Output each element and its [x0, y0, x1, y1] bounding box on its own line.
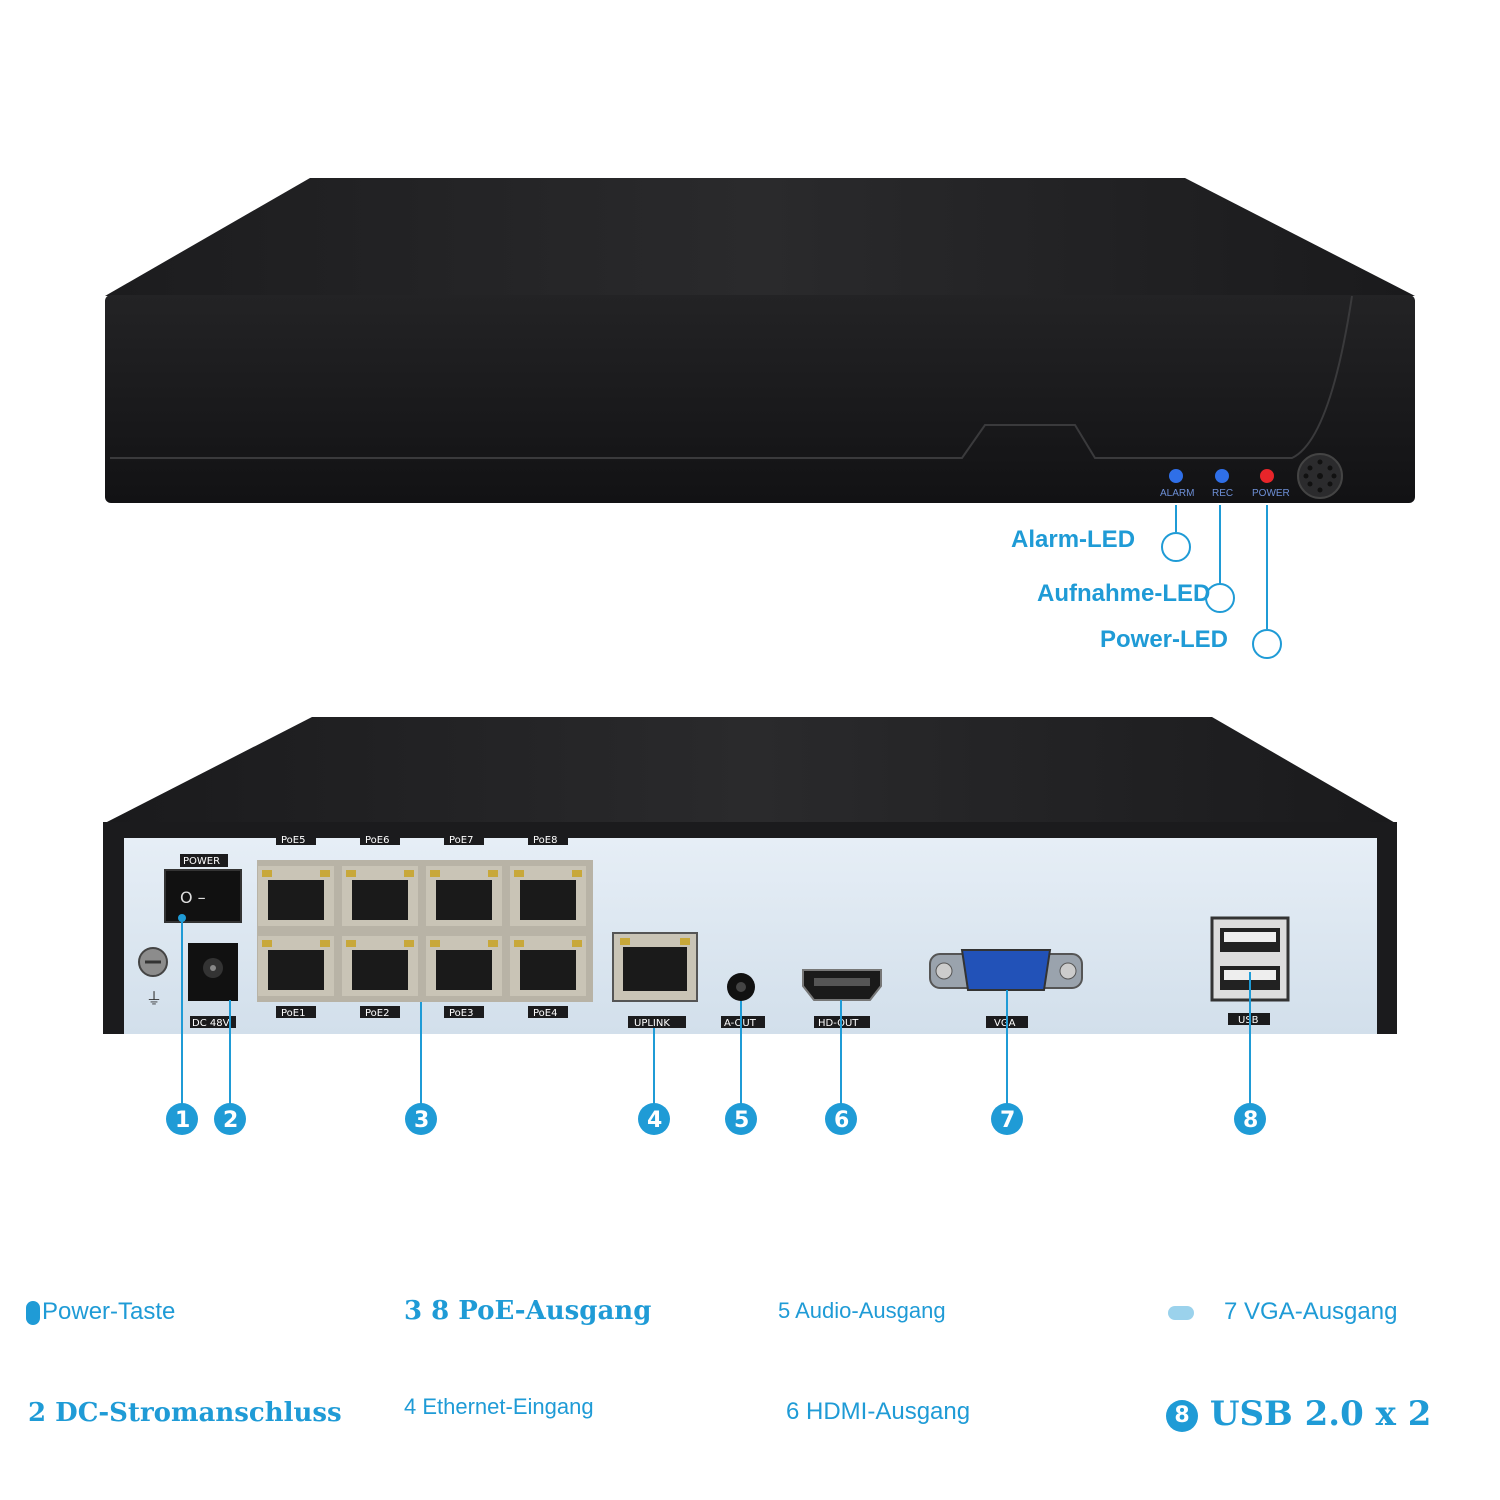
poe-port-label: PoE8	[533, 835, 557, 846]
hdout-label: HD-OUT	[818, 1018, 859, 1029]
poe-port[interactable]	[342, 936, 418, 996]
poe-port[interactable]	[510, 866, 586, 926]
poe-label-box	[528, 833, 568, 845]
front-bevel	[110, 295, 1353, 459]
marker-2: 2	[214, 1103, 246, 1135]
usb-label: USB	[1238, 1015, 1259, 1026]
poe-port[interactable]	[426, 866, 502, 926]
svg-text:6: 6	[834, 1108, 849, 1133]
legend-bullet-1-icon	[26, 1300, 40, 1325]
aout-label-box	[721, 1016, 765, 1028]
svg-text:4: 4	[647, 1108, 662, 1133]
poe-label-box	[360, 833, 400, 845]
dc-label-box	[190, 1016, 236, 1028]
power-switch-symbols: O –	[180, 888, 206, 907]
front-face	[105, 295, 1415, 503]
poe-port-label: PoE7	[449, 835, 473, 846]
speaker-grill-icon	[1297, 453, 1343, 499]
rec-callout-ring	[1205, 583, 1235, 613]
poe-label-box	[276, 833, 316, 845]
poe-port[interactable]	[510, 936, 586, 996]
poe-port-label: PoE2	[365, 1008, 389, 1019]
rec-led-label: REC	[1212, 488, 1233, 499]
poe-label-box	[444, 833, 484, 845]
legend-item-6: 6 HDMI-Ausgang	[786, 1398, 971, 1425]
poe-port-label: PoE6	[365, 835, 389, 846]
legend-item-3: 3 8 PoE-Ausgang	[404, 1296, 652, 1326]
poe-port[interactable]	[342, 866, 418, 926]
svg-text:2: 2	[223, 1108, 238, 1133]
legend-item-7: 7 VGA-Ausgang	[1168, 1298, 1397, 1326]
power-switch-label-box	[180, 854, 228, 867]
power-switch-label: POWER	[183, 856, 220, 867]
recording-led-callout: Aufnahme-LED	[1037, 580, 1211, 607]
alarm-led-label: ALARM	[1160, 488, 1194, 499]
alarm-callout-ring	[1161, 532, 1191, 562]
marker-1: 1	[166, 1103, 198, 1135]
svg-text:3: 3	[414, 1108, 429, 1133]
poe-port-label: PoE4	[533, 1008, 557, 1019]
legend-item-4: 4 Ethernet-Eingang	[404, 1394, 594, 1419]
alarm-led-callout: Alarm-LED	[1011, 526, 1136, 553]
rec-led-icon	[1215, 469, 1229, 483]
svg-text:1: 1	[175, 1108, 190, 1133]
vga-label: VGA	[994, 1018, 1016, 1029]
poe-port[interactable]	[426, 936, 502, 996]
ground-symbol: ⏚	[146, 989, 162, 1008]
uplink-label: UPLINK	[634, 1018, 670, 1029]
marker-7: 7	[991, 1103, 1023, 1135]
poe-label-box	[528, 1006, 568, 1018]
poe-port-label: PoE1	[281, 1008, 305, 1019]
power-led-callout: Power-LED	[1100, 626, 1229, 653]
marker-4: 4	[638, 1103, 670, 1135]
poe-label-box	[276, 1006, 316, 1018]
vga-port[interactable]	[929, 949, 1083, 991]
poe-port-label: PoE3	[449, 1008, 473, 1019]
alarm-led-icon	[1169, 469, 1183, 483]
front-device-drawing: ALARM REC POWER	[105, 178, 1415, 659]
poe-port-label: PoE5	[281, 835, 305, 846]
svg-text:8: 8	[1243, 1108, 1258, 1133]
power-led-label: POWER	[1252, 488, 1290, 499]
marker-5: 5	[725, 1103, 757, 1135]
poe-label-box	[444, 1006, 484, 1018]
legend-bullet-7-icon	[1168, 1305, 1194, 1320]
power-led-icon	[1260, 469, 1274, 483]
legend-item-8: 8 USB 2.0 x 2	[1166, 1394, 1431, 1434]
poe-label-box	[360, 1006, 400, 1018]
legend-item-2: 2 DC-Stromanschluss	[28, 1398, 342, 1428]
legend-item-1: Power-Taste	[26, 1298, 175, 1326]
svg-text:5: 5	[734, 1108, 749, 1133]
poe-port[interactable]	[258, 936, 334, 996]
legend: Power-Taste 3 8 PoE-Ausgang 5 Audio-Ausg…	[0, 1280, 1500, 1480]
marker-3: 3	[405, 1103, 437, 1135]
power-switch[interactable]	[164, 869, 242, 923]
poe-port[interactable]	[258, 866, 334, 926]
front-top-surface	[105, 178, 1415, 296]
svg-text:7: 7	[1000, 1108, 1015, 1133]
ground-screw-icon	[138, 947, 168, 977]
marker-6: 6	[825, 1103, 857, 1135]
uplink-label-box	[628, 1016, 686, 1028]
front-view: ALARM REC POWER Alarm-LED Aufnahme-LED P…	[0, 0, 1500, 700]
legend-item-8-number-icon: 8	[1166, 1400, 1198, 1432]
legend-item-5: 5 Audio-Ausgang	[778, 1298, 946, 1323]
rear-top-surface	[103, 717, 1397, 824]
marker-8: 8	[1234, 1103, 1266, 1135]
dc-label: DC 48V	[192, 1018, 230, 1029]
power-callout-ring	[1252, 629, 1282, 659]
